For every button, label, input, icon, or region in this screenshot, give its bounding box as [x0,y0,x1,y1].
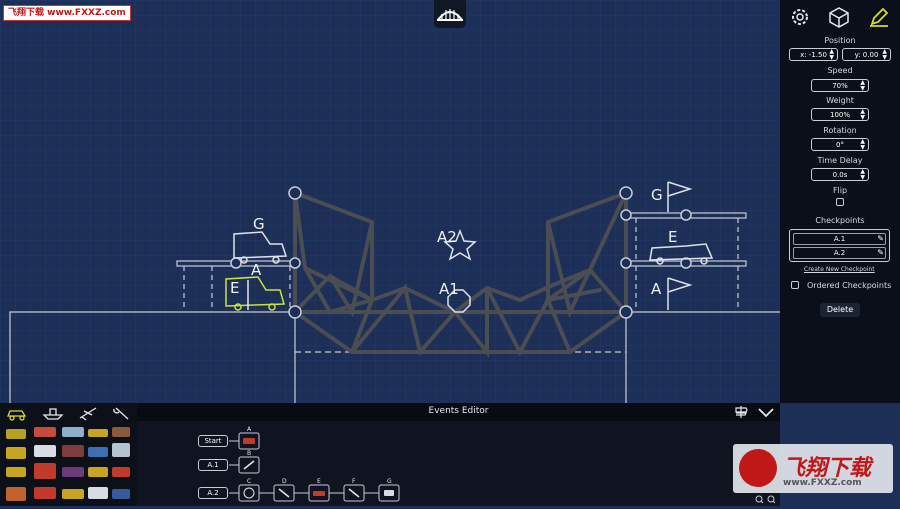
time-delay-value: 0.0s [832,171,848,179]
vehicle-ghost-left-icon[interactable] [233,231,288,264]
checkpoint-item[interactable]: A.2 ✎ [793,247,886,259]
create-checkpoint-link[interactable]: Create New Checkpoint [804,266,875,273]
event-step-label: B [247,450,251,457]
marker-a-left: A [251,261,262,279]
car-tab-icon[interactable] [7,410,27,421]
collapse-chevron-icon[interactable] [757,406,775,418]
watermark-top: 飞翔下载 www.FXXZ.com [3,5,131,21]
events-editor-title: Events Editor [428,406,489,416]
time-delay-field[interactable]: 0.0s▲▼ [811,168,869,181]
event-step-label: F [352,478,356,485]
event-step[interactable] [238,432,400,502]
marker-a2: A2 [437,228,457,246]
position-y-value: y: 0.00 [854,51,879,59]
edit-icon[interactable]: ✎ [877,234,884,243]
octagon-checkpoint-icon[interactable] [447,289,471,313]
cube-icon[interactable] [828,6,850,28]
event-label-a2[interactable]: A.2 [198,487,228,499]
ordered-checkpoints-label: Ordered Checkpoints [807,281,892,290]
watermark-logo-icon [739,449,777,487]
vehicle-palette [0,403,137,506]
event-step-label: E [317,478,321,485]
flip-checkbox[interactable] [836,198,844,206]
time-delay-label: Time Delay [817,156,863,165]
flag-icon[interactable] [247,181,693,310]
pencil-icon[interactable] [868,6,890,28]
vehicle-thumb[interactable] [6,427,130,501]
checkpoint-label: A.1 [833,235,846,243]
marker-a-right: A [651,280,662,298]
marker-e-left: E [230,279,239,297]
plane-tab-icon[interactable] [79,407,97,421]
truss-joints[interactable] [230,186,692,319]
watermark-badge: 飞翔下载 www.FXXZ.com [733,444,893,493]
bridge-icon [437,9,463,21]
watermark-url: www.FXXZ.com [783,478,862,488]
events-editor: Events Editor Start A.1 A.2 [137,403,780,506]
marker-e-right: E [668,228,677,246]
event-chains: A B C D E F G [229,426,400,502]
marker-g-left: G [253,215,265,233]
event-step-label: C [247,478,251,485]
delete-button[interactable]: Delete [820,303,860,317]
weight-value: 100% [829,111,850,119]
weight-field[interactable]: 100%▲▼ [811,108,869,121]
checkpoint-item[interactable]: A.1 ✎ [793,233,886,245]
build-canvas[interactable]: G A E A2 A1 G E A [0,0,780,403]
edit-icon[interactable]: ✎ [877,248,884,257]
checkpoints-list: A.1 ✎ A.2 ✎ [789,229,890,262]
speed-field[interactable]: 70%▲▼ [811,79,869,92]
flip-label: Flip [832,186,848,195]
event-label-a1[interactable]: A.1 [198,459,228,471]
boat-tab-icon[interactable] [42,408,64,420]
position-x-value: x: -1.50 [800,51,827,59]
zoom-controls[interactable] [754,494,780,504]
vehicle-grid [4,425,132,509]
vehicle-ghost-right-icon[interactable] [649,243,714,265]
wrench-tab-icon[interactable] [113,407,129,420]
event-step-label: G [387,478,392,485]
properties-panel: Position x: -1.50▲▼ y: 0.00▲▼ Speed 70%▲… [780,0,900,403]
rotation-value: 0° [836,141,844,149]
star-checkpoint-icon[interactable] [443,228,477,261]
bridge-mode-button[interactable] [434,0,466,28]
events-editor-header: Events Editor [137,403,780,421]
gear-icon[interactable] [789,6,811,28]
checkpoint-label: A.2 [833,249,846,257]
checkpoints-label: Checkpoints [815,216,865,225]
event-step-label: D [282,478,287,485]
position-label: Position [824,36,856,45]
event-label-start[interactable]: Start [198,435,228,447]
speed-value: 70% [832,82,848,90]
rotation-label: Rotation [823,126,857,135]
signpost-icon[interactable] [734,406,748,418]
watermark-brand: 飞翔下载 [783,456,872,481]
marker-a1: A1 [439,280,459,298]
weight-label: Weight [826,96,854,105]
position-y-field[interactable]: y: 0.00▲▼ [842,48,891,61]
event-step-label: A [247,426,252,433]
vehicle-selected-icon[interactable] [225,276,285,311]
speed-label: Speed [827,66,853,75]
ordered-checkpoints-checkbox[interactable] [791,281,799,289]
position-x-field[interactable]: x: -1.50▲▼ [789,48,838,61]
rotation-field[interactable]: 0°▲▼ [811,138,869,151]
marker-g-right: G [651,186,663,204]
